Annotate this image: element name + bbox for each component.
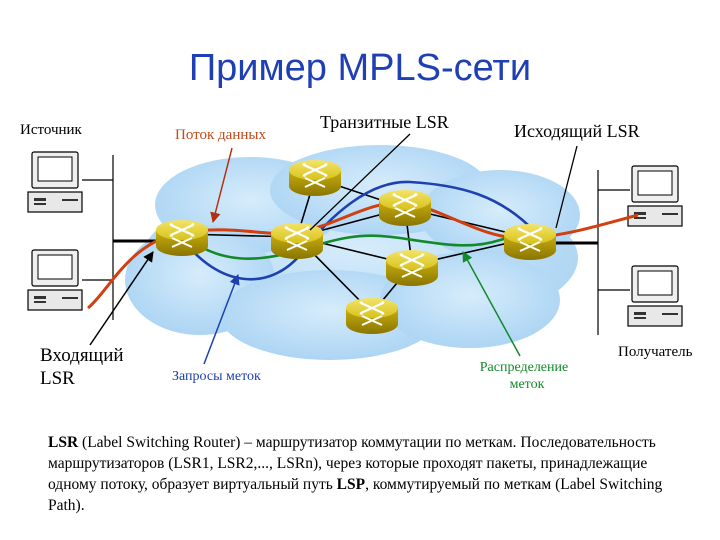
- data-flow-callout: [210, 147, 233, 224]
- router-transit-top: [287, 158, 343, 198]
- source-pc-2: [27, 249, 83, 311]
- label-request-path: [178, 180, 536, 281]
- lsp-definition: , коммутируемый по меткам (Label Switchi…: [48, 476, 663, 514]
- transit-callout: [309, 133, 411, 231]
- router-transit-bottom: [344, 296, 400, 336]
- ingress-lsr-label-line1: Входящий: [40, 345, 124, 366]
- label-distribution-label-line2: меток: [510, 377, 545, 392]
- router-transit-left: [269, 221, 325, 261]
- data-flow-label: Поток данных: [175, 127, 266, 143]
- page-title: Пример MPLS-сети: [189, 47, 531, 89]
- label-request-callout: [203, 274, 240, 365]
- lsp-term: LSP: [336, 476, 366, 493]
- router-egress: [502, 222, 558, 262]
- egress-lsr-label: Исходящий LSR: [514, 121, 640, 141]
- label-requests-label: Запросы меток: [172, 369, 261, 384]
- transit-lsr-label: Транзитные LSR: [320, 112, 449, 132]
- source-label: Источник: [20, 122, 83, 138]
- lsr-term: LSR: [48, 434, 79, 451]
- ingress-callout: [89, 251, 154, 346]
- source-pc-1: [27, 151, 83, 213]
- label-distribution-callout: [462, 251, 521, 357]
- receiver-pc-2: [627, 265, 683, 327]
- receiver-label: Получатель: [618, 344, 693, 360]
- ingress-lsr-label-line2: LSR: [40, 368, 75, 389]
- label-distribution-label-line1: Распределение: [480, 360, 568, 375]
- router-transit-lower: [384, 248, 440, 288]
- router-ingress: [154, 218, 210, 258]
- egress-callout: [555, 145, 578, 229]
- lsr-definition: (Label Switching Router) – маршрутизатор…: [48, 434, 656, 493]
- lsr-description: LSR (Label Switching Router) – маршрутиз…: [48, 432, 688, 516]
- label-distribution-path: [184, 233, 536, 260]
- router-transit-mid: [377, 188, 433, 228]
